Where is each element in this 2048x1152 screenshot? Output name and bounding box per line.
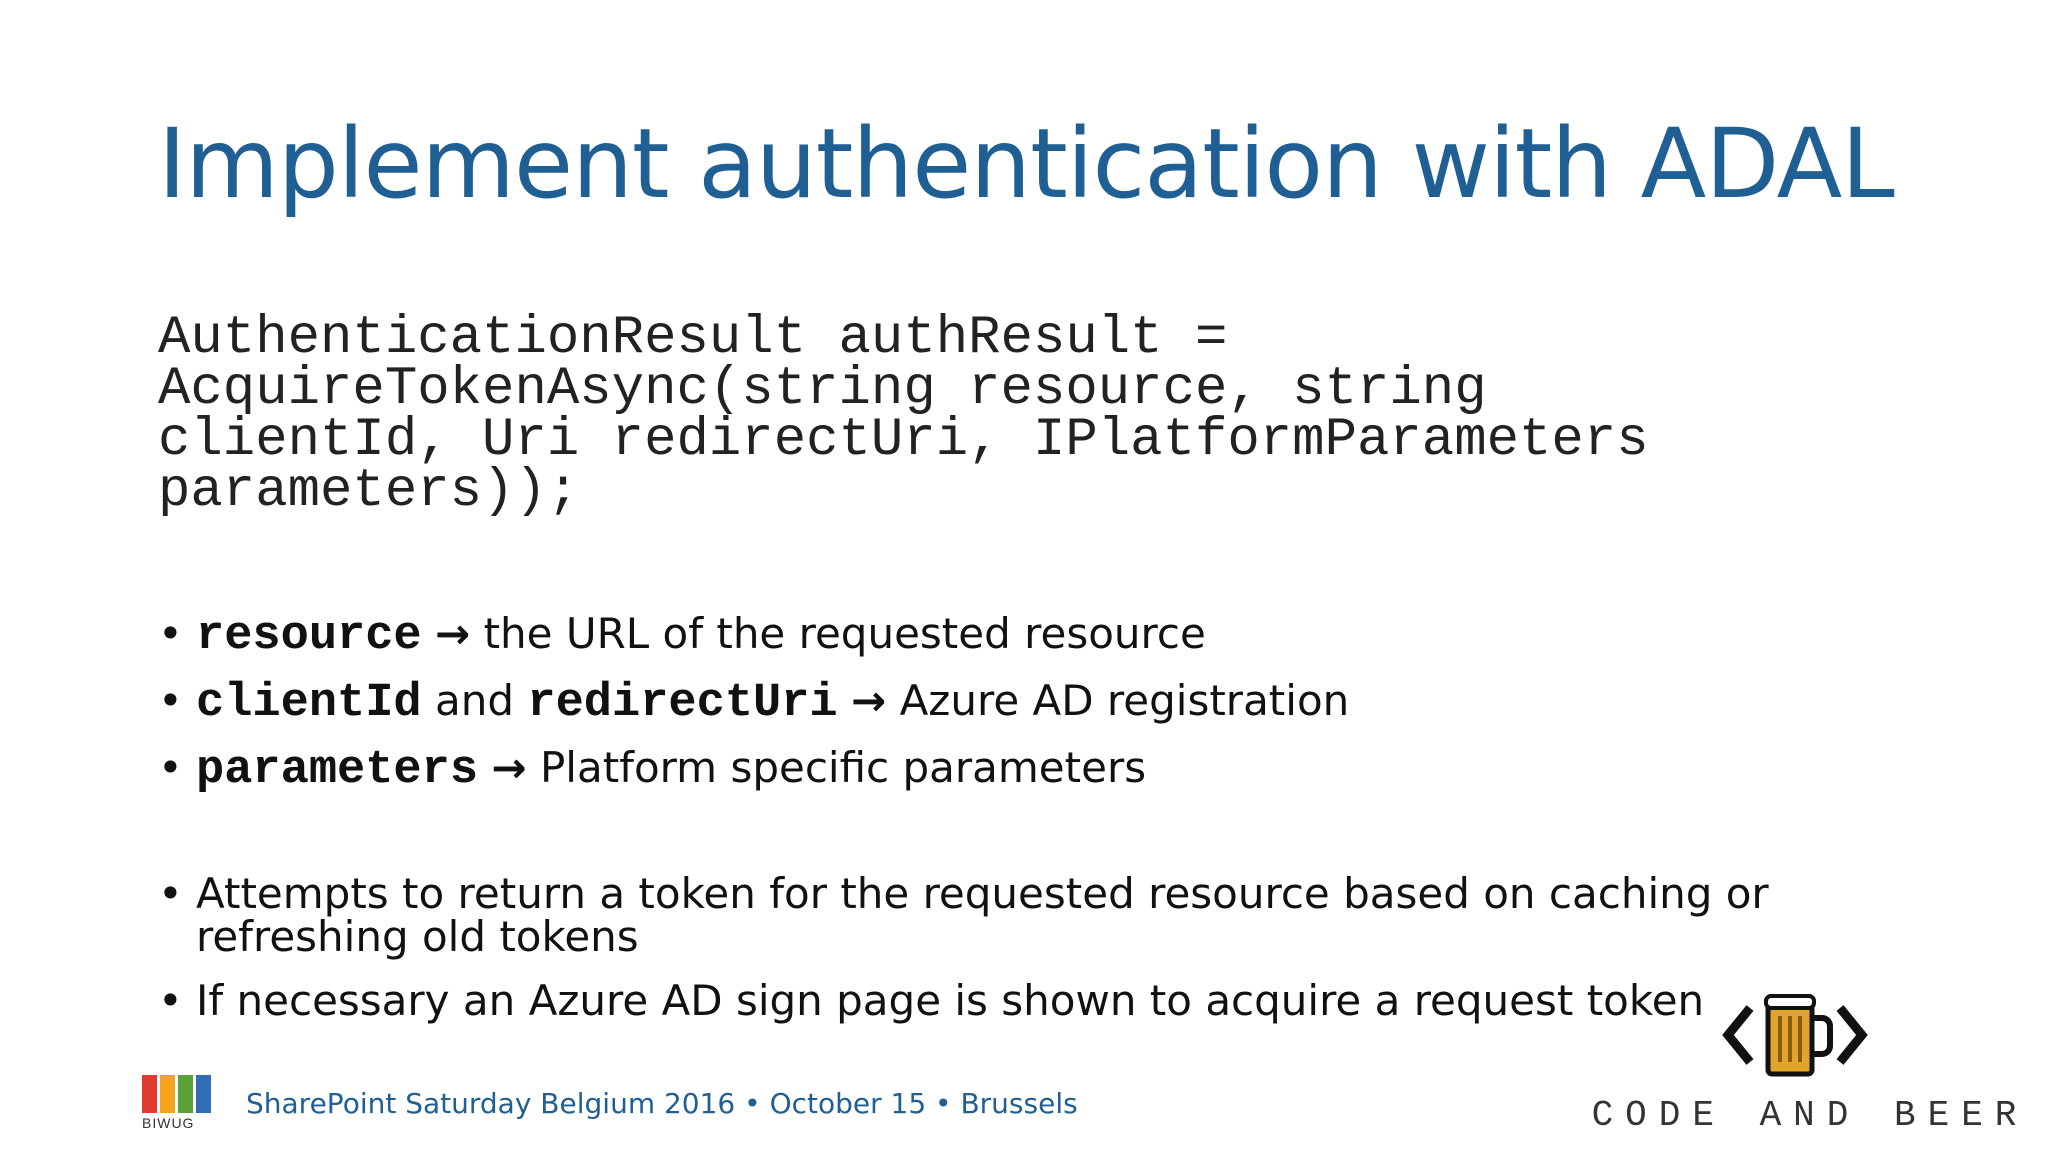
code-line: parameters)); — [158, 461, 580, 522]
code-and-beer-text: CODE AND BEER — [1591, 1095, 2029, 1136]
logo-bar — [160, 1075, 175, 1113]
bullet-text: Azure AD registration — [899, 676, 1350, 725]
code-line: AcquireTokenAsync(string resource, strin… — [158, 359, 1487, 420]
parameter-bullet-list: resource → the URL of the requested reso… — [158, 612, 1858, 813]
event-info: SharePoint Saturday Belgium 2016 • Octob… — [246, 1086, 1078, 1120]
bullet-clientid-redirecturi: clientId and redirectUri → Azure AD regi… — [158, 676, 1858, 727]
slide-title: Implement authentication with ADAL — [158, 108, 1895, 220]
arrow-icon: → — [491, 743, 527, 792]
bullet-resource: resource → the URL of the requested reso… — [158, 609, 1858, 660]
bullet-caching: Attempts to return a token for the reque… — [158, 872, 1858, 958]
bullet-text: the URL of the requested resource — [483, 609, 1206, 658]
logo-bar — [196, 1075, 211, 1113]
keyword-clientid: clientId — [196, 677, 422, 730]
logo-bar — [142, 1075, 157, 1113]
bullet-sign-page: If necessary an Azure AD sign page is sh… — [158, 979, 1858, 1022]
arrow-icon: → — [851, 676, 887, 725]
biwug-logo-text: BIWUG — [142, 1115, 195, 1131]
logo-bar — [178, 1075, 193, 1113]
code-and-beer-logo: CODE AND BEER — [1590, 990, 2030, 1140]
bullet-parameters: parameters → Platform specific parameter… — [158, 743, 1858, 794]
beer-mug-icon — [1722, 994, 1868, 1077]
slide-footer: BIWUG SharePoint Saturday Belgium 2016 •… — [142, 1075, 1078, 1131]
code-snippet: AuthenticationResult authResult = Acquir… — [158, 308, 1958, 522]
keyword-parameters: parameters — [196, 744, 479, 797]
biwug-logo-bars — [142, 1075, 212, 1113]
keyword-redirecturi: redirectUri — [527, 677, 838, 730]
info-bullet-list: Attempts to return a token for the reque… — [158, 872, 1858, 1043]
keyword-resource: resource — [196, 610, 422, 663]
bullet-text: Platform specific parameters — [539, 743, 1147, 792]
code-line: clientId, Uri redirectUri, IPlatformPara… — [158, 410, 1649, 471]
arrow-icon: → — [435, 609, 471, 658]
bullet-connector: and — [435, 676, 515, 725]
biwug-logo: BIWUG — [142, 1075, 212, 1131]
code-line: AuthenticationResult authResult = — [158, 308, 1228, 369]
